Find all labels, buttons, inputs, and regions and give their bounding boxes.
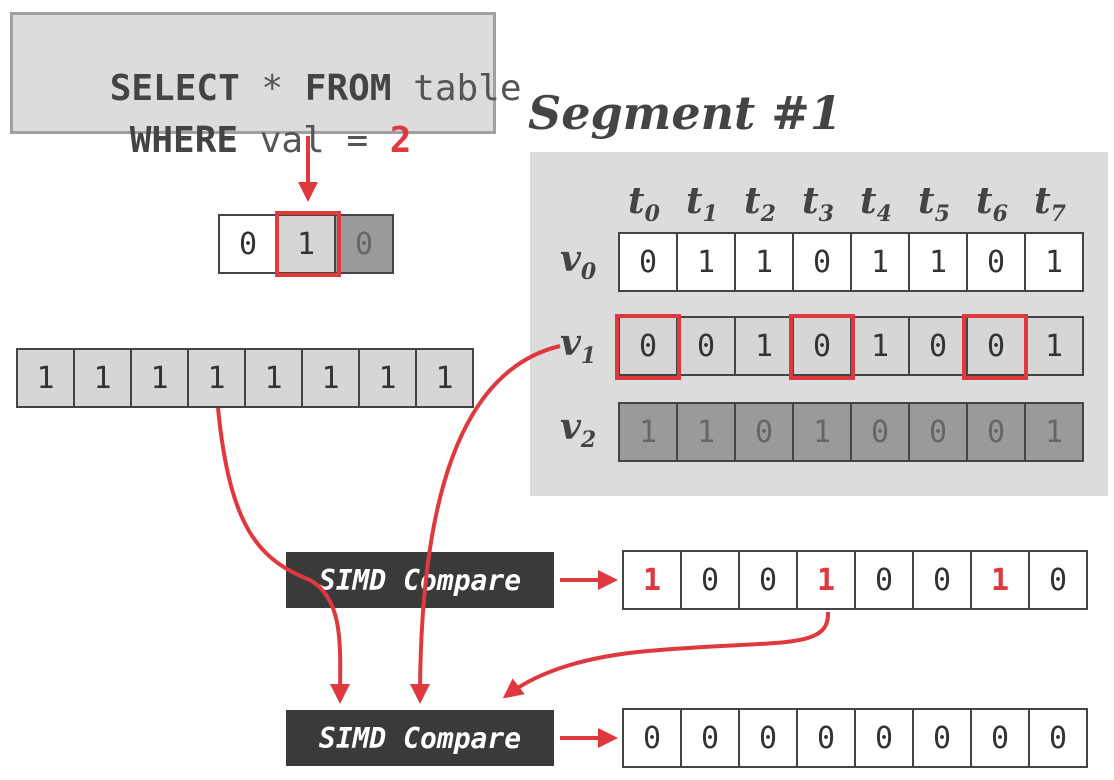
key-bit-0: 0 <box>218 214 278 274</box>
result1-bit: 1 <box>622 550 682 610</box>
row-label-v0: v0 <box>560 238 597 286</box>
ones-vector: 1 1 1 1 1 1 1 1 <box>16 348 474 408</box>
column-header-t7: t7 <box>1034 180 1066 228</box>
sql-keyword-where: WHERE <box>129 120 239 161</box>
v1-highlight-box-t0 <box>615 314 681 380</box>
ones-bit: 1 <box>358 348 417 408</box>
cell-v1: 0 <box>618 316 678 376</box>
row-v2: 1 1 0 1 0 0 0 1 <box>618 402 1084 462</box>
cell-v1: 1 <box>734 316 794 376</box>
result2-bit: 0 <box>970 708 1030 768</box>
result2-bit: 0 <box>854 708 914 768</box>
cell-v0: 1 <box>850 232 910 292</box>
cell-v0: 1 <box>1024 232 1084 292</box>
v1-to-simd-arrow <box>410 344 561 704</box>
sql-line-2: WHERE val = 2 <box>43 87 412 195</box>
sql-keyword-from: FROM <box>304 68 392 109</box>
result1-bit: 0 <box>1028 550 1088 610</box>
cell-v0: 0 <box>966 232 1026 292</box>
ones-bit: 1 <box>73 348 132 408</box>
sql-line-1: SELECT * FROM table <box>23 35 522 143</box>
v1-highlight-box-t3 <box>789 314 855 380</box>
column-header-t1: t1 <box>686 180 718 228</box>
column-header-t5: t5 <box>918 180 950 228</box>
column-header-t3: t3 <box>802 180 834 228</box>
sql-star: * <box>239 68 305 109</box>
segment-title: Segment #1 <box>528 86 842 140</box>
row-label-v1: v1 <box>560 322 597 370</box>
sql-condition: val = <box>238 120 390 161</box>
cell-v2: 0 <box>908 402 968 462</box>
result-vector-1: 1 0 0 1 0 0 1 0 <box>622 550 1088 610</box>
result1-bit: 1 <box>970 550 1030 610</box>
result2-bit: 0 <box>622 708 682 768</box>
ones-bit: 1 <box>415 348 474 408</box>
cell-v2: 1 <box>1024 402 1084 462</box>
ones-bit: 1 <box>244 348 303 408</box>
bitmap-key: 0 1 0 <box>218 214 394 274</box>
cell-v0: 0 <box>618 232 678 292</box>
ones-bit: 1 <box>16 348 75 408</box>
ones-bit: 1 <box>187 348 246 408</box>
column-header-t0: t0 <box>628 180 660 228</box>
ones-to-simd-arrow <box>216 407 351 704</box>
key-bit-1: 1 <box>276 214 336 274</box>
sql-value: 2 <box>389 120 412 161</box>
result1-bit: 0 <box>854 550 914 610</box>
sql-query-box: SELECT * FROM table WHERE val = 2 <box>10 12 522 159</box>
sql-keyword-select: SELECT <box>109 68 240 109</box>
simd-compare-box-2: SIMD Compare <box>286 710 554 766</box>
column-header-t4: t4 <box>860 180 892 228</box>
cell-v2: 1 <box>676 402 736 462</box>
row-v0: 0 1 1 0 1 1 0 1 <box>618 232 1084 292</box>
key-highlight-box <box>275 211 341 277</box>
cell-v1: 1 <box>850 316 910 376</box>
cell-v0: 1 <box>908 232 968 292</box>
result1-to-simd2-arrow <box>502 611 831 699</box>
result2-bit: 0 <box>1028 708 1088 768</box>
ones-bit: 1 <box>301 348 360 408</box>
key-bit-2: 0 <box>334 214 394 274</box>
row-label-v2: v2 <box>560 406 597 454</box>
cell-v2: 0 <box>734 402 794 462</box>
cell-v2: 0 <box>850 402 910 462</box>
column-headers: t0 t1 t2 t3 t4 t5 t6 t7 <box>620 180 1086 230</box>
column-header-t2: t2 <box>744 180 776 228</box>
sql-table-name: table <box>391 68 522 109</box>
result-vector-2: 0 0 0 0 0 0 0 0 <box>622 708 1088 768</box>
column-header-t6: t6 <box>976 180 1008 228</box>
result2-bit: 0 <box>912 708 972 768</box>
v1-highlight-box-t6 <box>962 314 1028 380</box>
cell-v1: 0 <box>908 316 968 376</box>
